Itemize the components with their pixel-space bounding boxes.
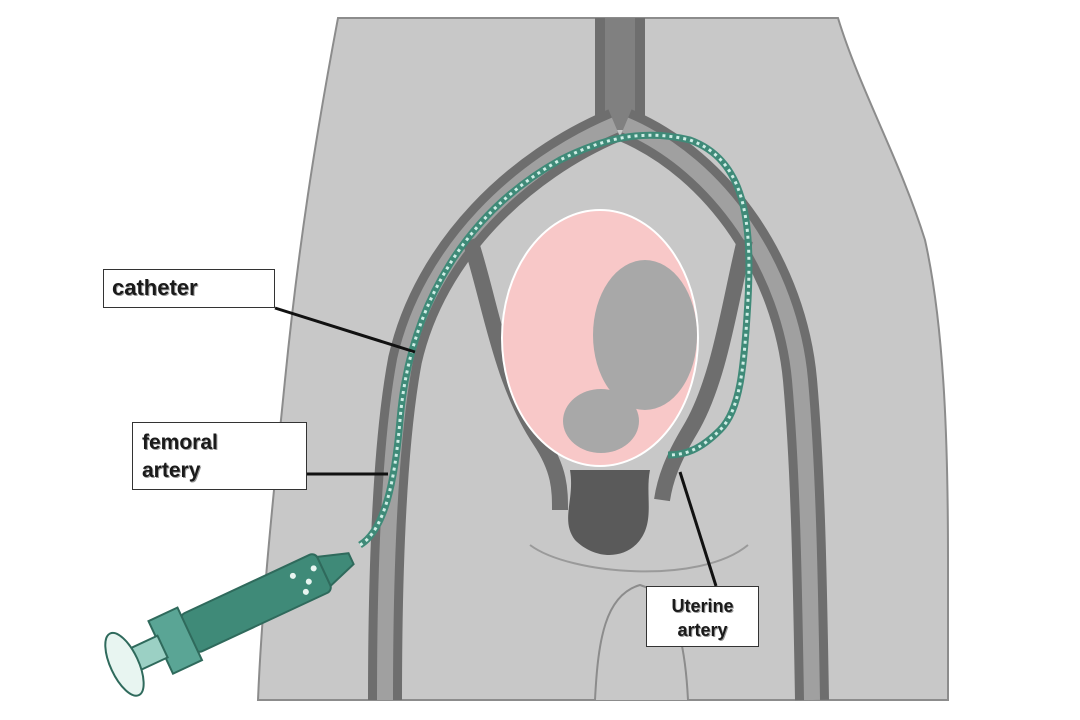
catheter-label-text: catheter — [112, 275, 198, 300]
fetus-body — [593, 260, 697, 410]
uterine-artery-label: Uterine artery — [646, 586, 759, 647]
femoral-artery-label-line-2: artery — [142, 459, 201, 482]
cervix — [568, 470, 650, 555]
uterine-artery-label-line-1: Uterine — [671, 596, 734, 616]
uterine-leader-line — [678, 471, 718, 587]
uterine-artery-label-line-2: artery — [677, 620, 728, 640]
syringe — [104, 552, 355, 697]
catheter-label: catheter — [103, 269, 275, 308]
femoral-artery-label-line-1: femoral — [142, 431, 218, 454]
fetus-head — [563, 389, 639, 453]
femoral-artery-label: femoral artery — [132, 422, 307, 490]
catheter-leader-line — [274, 306, 416, 354]
right-internal-iliac — [654, 238, 753, 502]
syringe-plunger-cap — [104, 631, 145, 697]
lower-abdomen-curve — [529, 544, 749, 573]
